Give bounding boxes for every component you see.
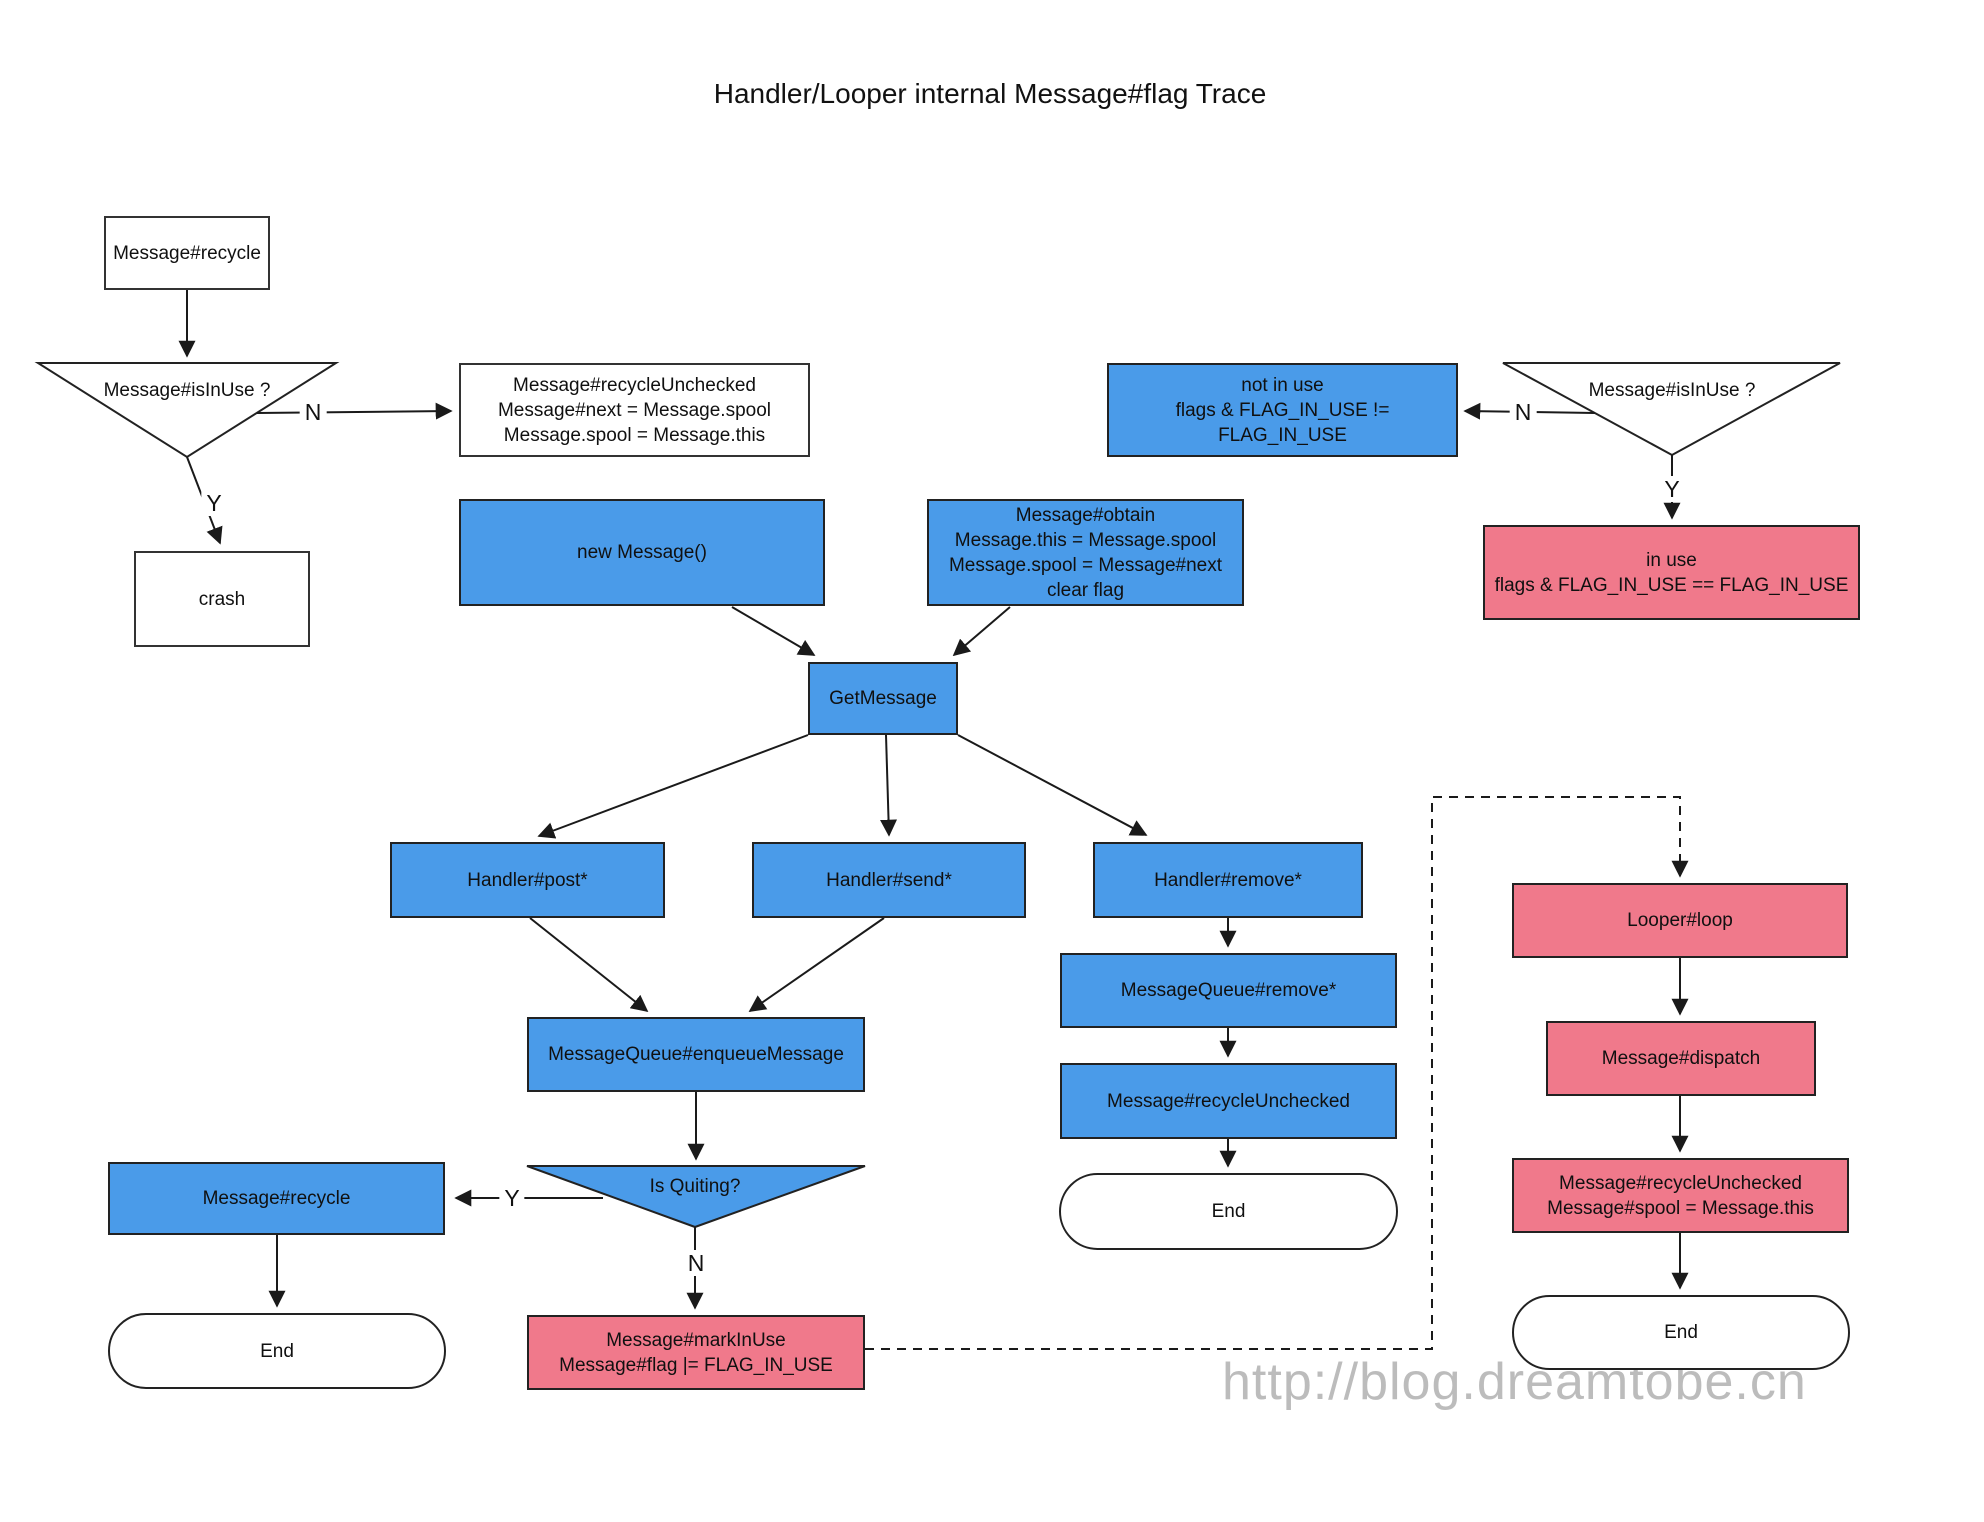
decision-is-in-use-right — [1502, 362, 1841, 457]
node-crash: crash — [134, 551, 310, 647]
node-handler-post: Handler#post* — [390, 842, 665, 918]
node-mq-remove: MessageQueue#remove* — [1060, 953, 1397, 1028]
edge-label-n-left: N — [299, 399, 327, 425]
node-recycle-unchecked-top: Message#recycleUnchecked Message#next = … — [459, 363, 810, 457]
node-message-dispatch: Message#dispatch — [1546, 1021, 1816, 1096]
edge-getmessage-to-remove — [957, 734, 1148, 836]
edge-label-y-right: Y — [1659, 476, 1685, 502]
node-recycle-unchecked-right: Message#recycleUnchecked Message#spool =… — [1512, 1158, 1849, 1233]
node-message-recycle-top: Message#recycle — [104, 216, 270, 290]
edge-post-to-enqueue — [529, 917, 649, 1013]
decision-is-quiting — [526, 1165, 866, 1229]
node-enqueue-message: MessageQueue#enqueueMessage — [527, 1017, 865, 1092]
node-not-in-use: not in use flags & FLAG_IN_USE != FLAG_I… — [1107, 363, 1458, 457]
node-handler-send: Handler#send* — [752, 842, 1026, 918]
label-is-quiting: Is Quiting? — [649, 1176, 741, 1197]
node-in-use: in use flags & FLAG_IN_USE == FLAG_IN_US… — [1483, 525, 1860, 620]
edge-markinuse-to-looper-dashed — [865, 796, 1689, 1350]
node-recycle-unchecked-mid: Message#recycleUnchecked — [1060, 1063, 1397, 1139]
node-end-mid: End — [1059, 1173, 1398, 1250]
node-looper-loop: Looper#loop — [1512, 883, 1848, 958]
node-end-right: End — [1512, 1295, 1850, 1370]
edge-getmessage-to-send — [880, 734, 898, 837]
edge-isinuse-n-to-recycleunchecked — [256, 402, 453, 420]
edge-getmessage-to-post — [537, 734, 809, 839]
node-message-recycle-bottom: Message#recycle — [108, 1162, 445, 1235]
edge-label-y-left: Y — [201, 490, 227, 516]
edge-send-to-enqueue — [748, 917, 885, 1012]
edge-newmessage-to-getmessage — [731, 606, 816, 656]
label-is-in-use-left: Message#isInUse ? — [103, 380, 271, 401]
node-end-left: End — [108, 1313, 446, 1389]
label-is-in-use-right: Message#isInUse ? — [1588, 380, 1756, 401]
edge-label-y-quiting: Y — [499, 1185, 525, 1211]
node-handler-remove: Handler#remove* — [1093, 842, 1363, 918]
node-mark-in-use: Message#markInUse Message#flag |= FLAG_I… — [527, 1315, 865, 1390]
decision-is-in-use-left — [34, 362, 340, 459]
node-message-obtain: Message#obtain Message.this = Message.sp… — [927, 499, 1244, 606]
node-new-message: new Message() — [459, 499, 825, 606]
edge-obtain-to-getmessage — [952, 606, 1011, 657]
edge-label-n-quiting: N — [682, 1250, 710, 1276]
page-title: Handler/Looper internal Message#flag Tra… — [713, 78, 1267, 109]
edge-label-n-right: N — [1509, 399, 1537, 425]
node-get-message: GetMessage — [808, 662, 958, 735]
